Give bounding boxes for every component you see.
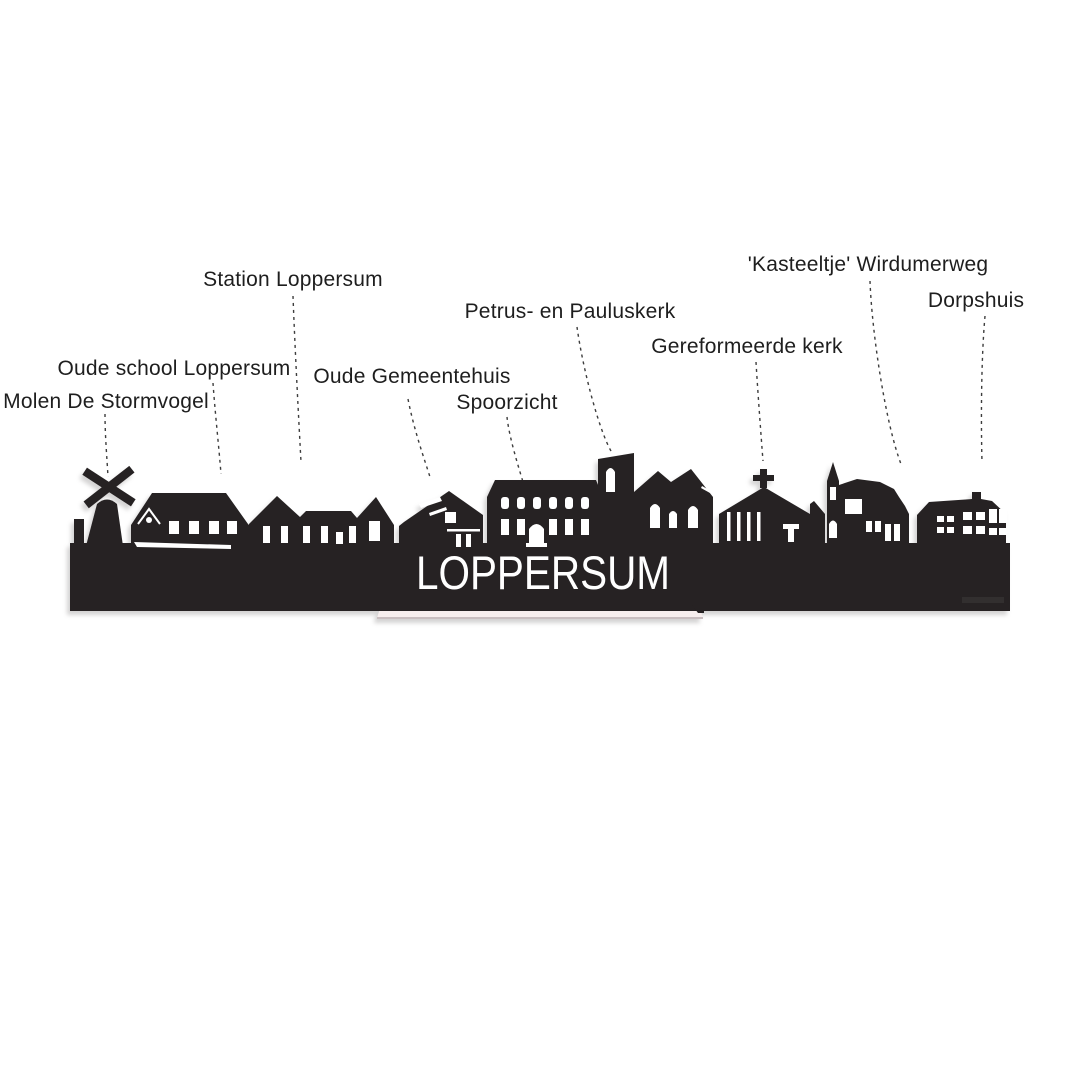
leader-line-dorpshuis [980, 315, 986, 463]
tower-window [606, 468, 615, 492]
windmill-hub [104, 482, 114, 492]
callout-label-gereformeerde-kerk: Gereformeerde kerk [651, 335, 843, 358]
building-petrus-en-pauluskerk [598, 453, 713, 546]
base-corner-notch [692, 605, 704, 613]
leader-lines [104, 280, 986, 483]
hall-arched-door [529, 524, 544, 546]
callout-label-spoorzicht: Spoorzicht [456, 391, 558, 414]
callout-label-oude-school-loppersum: Oude school Loppersum [57, 357, 291, 380]
base-band [70, 543, 1010, 611]
leader-line-petrus-en-pauluskerk [576, 326, 612, 452]
brand-watermark [962, 597, 1004, 603]
silhouette-cutouts [134, 468, 1007, 549]
leader-line-station-loppersum [292, 295, 302, 463]
building-house-left [399, 491, 483, 546]
house-roof-highlight [419, 497, 442, 508]
leader-line-kasteeltje-wirdumerweg [869, 280, 902, 465]
school-round-window [146, 517, 152, 523]
school-gable-line [137, 507, 161, 525]
leader-line-gereformeerde-kerk [755, 361, 764, 462]
skyline-name-cutout: LOPPERSUM [416, 546, 670, 599]
callout-label-petrus-en-pauluskerk: Petrus- en Pauluskerk [464, 300, 676, 323]
callout-label-oude-gemeentehuis: Oude Gemeentehuis [313, 365, 511, 388]
skyline-silhouette: LOPPERSUM [70, 453, 1010, 619]
building-molen-de-stormvogel [82, 465, 136, 546]
callout-label-kasteeltje-wirdumerweg: 'Kasteeltje' Wirdumerweg [747, 253, 989, 276]
school-walkway-line [134, 542, 231, 549]
callout-label-molen-de-stormvogel: Molen De Stormvogel [3, 390, 209, 413]
callout-label-dorpshuis: Dorpshuis [927, 289, 1025, 312]
building-gemeentehuis-hall [487, 480, 603, 546]
building-gereformeerde-kerk [719, 469, 825, 546]
nave-roof-highlight [701, 486, 711, 493]
leader-line-molen-de-stormvogel [104, 413, 109, 478]
leader-line-oude-school-loppersum [212, 382, 222, 475]
callout-label-station-loppersum: Station Loppersum [203, 268, 383, 291]
house-roof-highlight [429, 507, 447, 516]
leader-line-spoorzicht [506, 416, 524, 483]
leader-line-oude-gemeentehuis [407, 398, 431, 478]
windmill-body [86, 499, 123, 546]
fence-post [74, 519, 84, 545]
